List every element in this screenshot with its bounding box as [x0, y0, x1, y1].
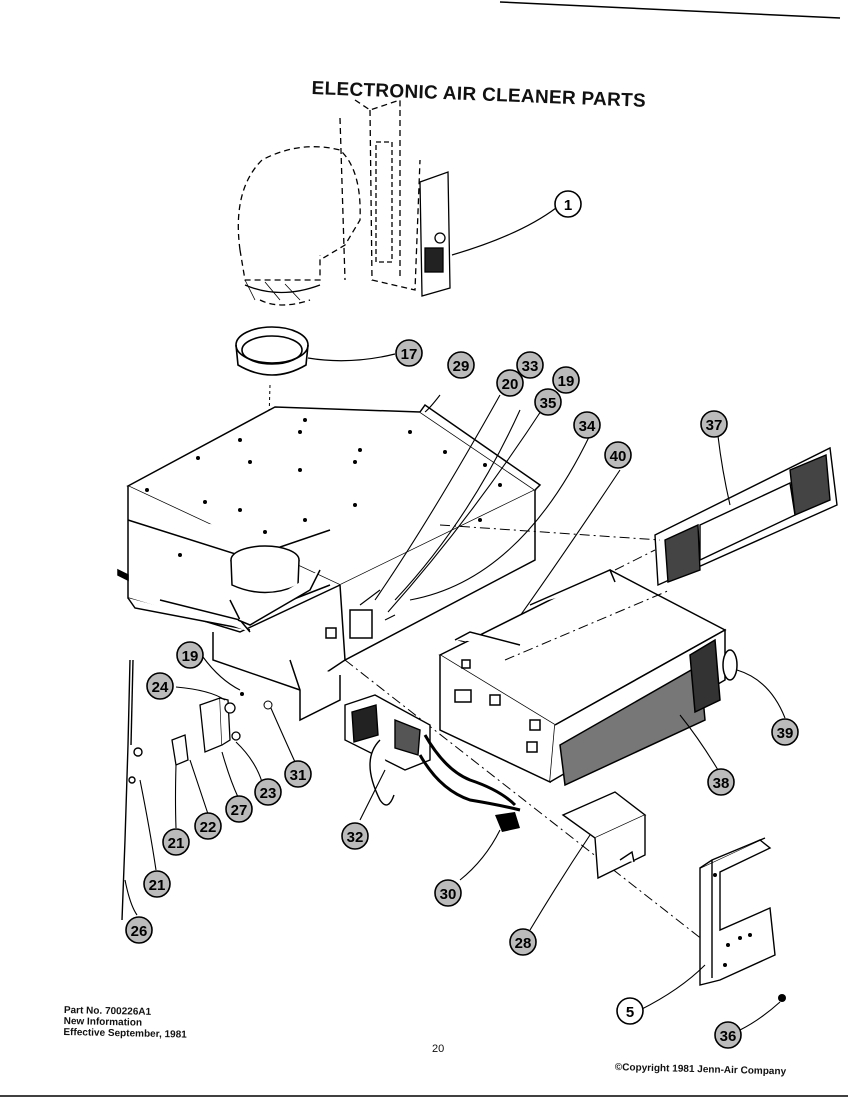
svg-text:39: 39 [777, 725, 794, 742]
svg-text:5: 5 [626, 1004, 634, 1021]
svg-text:37: 37 [706, 417, 723, 434]
svg-text:21: 21 [149, 877, 166, 894]
svg-text:29: 29 [453, 358, 470, 375]
callout-20: 20 [496, 369, 524, 397]
blower-outline [237, 99, 421, 306]
svg-text:38: 38 [713, 775, 730, 792]
prefilter-screen [654, 446, 838, 587]
svg-text:19: 19 [182, 648, 199, 665]
svg-text:33: 33 [522, 358, 539, 375]
callout-34: 34 [573, 411, 601, 439]
callout-38: 38 [707, 768, 735, 796]
svg-text:28: 28 [515, 935, 532, 952]
svg-text:32: 32 [347, 829, 364, 846]
callout-32: 32 [341, 822, 369, 850]
svg-text:34: 34 [579, 418, 596, 435]
svg-text:27: 27 [231, 802, 248, 819]
callout-17: 17 [395, 339, 423, 367]
svg-text:31: 31 [290, 767, 307, 784]
document-info: Part No. 700226A1 New Information Effect… [63, 1005, 187, 1041]
callout-29: 29 [447, 351, 475, 379]
control-panel [375, 141, 451, 297]
svg-text:20: 20 [502, 376, 519, 393]
callout-39: 39 [771, 718, 799, 746]
mounting-bracket [699, 837, 776, 986]
wiring-harness [418, 734, 521, 812]
callout-31: 31 [284, 760, 312, 788]
callout-33: 33 [516, 351, 544, 379]
svg-text:36: 36 [720, 1028, 737, 1045]
access-cover [561, 791, 647, 880]
callout-35: 35 [534, 388, 562, 416]
callout-19-top: 19 [552, 366, 580, 394]
svg-text:24: 24 [152, 679, 169, 696]
callout-27: 27 [225, 795, 253, 823]
collar-ring [235, 326, 309, 376]
electronic-cell-assembly [438, 569, 738, 787]
callout-balloons: 1 17 29 33 20 19 35 34 40 37 19 24 31 23… [125, 190, 799, 1049]
svg-text:1: 1 [564, 197, 572, 214]
interlock-rod [121, 659, 143, 921]
svg-text:30: 30 [440, 886, 457, 903]
callout-24: 24 [146, 672, 174, 700]
svg-text:40: 40 [610, 448, 627, 465]
svg-text:19: 19 [558, 373, 575, 390]
callout-30: 30 [434, 879, 462, 907]
main-housing [117, 403, 542, 722]
svg-text:35: 35 [540, 395, 557, 412]
callout-21-lower: 21 [143, 870, 171, 898]
svg-text:21: 21 [168, 835, 185, 852]
switch-bracket [199, 697, 241, 753]
callout-1: 1 [554, 190, 582, 218]
callout-19-left: 19 [176, 641, 204, 669]
callout-40: 40 [604, 441, 632, 469]
callout-28: 28 [509, 928, 537, 956]
callout-22: 22 [194, 812, 222, 840]
callout-23: 23 [254, 778, 282, 806]
housing-screws [145, 418, 502, 557]
callout-36: 36 [714, 1021, 742, 1049]
power-supply [344, 694, 431, 806]
callout-21-upper: 21 [162, 828, 190, 856]
page-number: 20 [432, 1043, 445, 1055]
callout-5: 5 [616, 997, 644, 1025]
svg-text:17: 17 [401, 346, 418, 363]
callout-37: 37 [700, 410, 728, 438]
clip [171, 734, 189, 766]
svg-text:26: 26 [131, 923, 148, 940]
svg-text:22: 22 [200, 819, 217, 836]
callout-26: 26 [125, 916, 153, 944]
svg-text:23: 23 [260, 785, 277, 802]
